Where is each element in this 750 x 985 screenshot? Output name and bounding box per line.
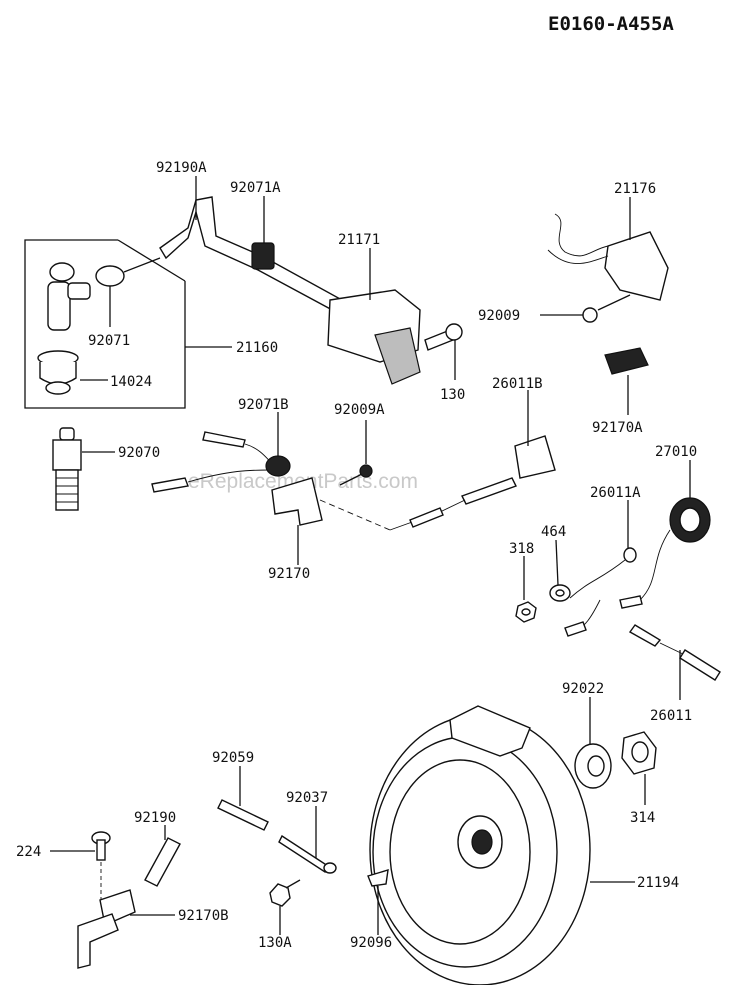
label-92009: 92009 bbox=[478, 308, 520, 324]
clamp-92071A bbox=[251, 196, 275, 270]
label-92070: 92070 bbox=[118, 445, 160, 461]
bolt-92037 bbox=[278, 806, 337, 874]
label-21194: 21194 bbox=[637, 875, 679, 891]
label-92071A: 92071A bbox=[230, 180, 281, 196]
label-92059: 92059 bbox=[212, 750, 254, 766]
nut-318 bbox=[515, 556, 537, 623]
label-92170B: 92170B bbox=[178, 908, 229, 924]
terminal-26011B bbox=[389, 390, 556, 531]
bolt-130 bbox=[424, 323, 463, 380]
label-314: 314 bbox=[630, 810, 655, 826]
nut-314 bbox=[621, 731, 657, 805]
screw-92009 bbox=[540, 294, 631, 323]
label-21160: 21160 bbox=[236, 340, 278, 356]
regulator-27010 bbox=[619, 460, 711, 609]
wire-harness-92071B bbox=[151, 412, 291, 493]
label-26011A: 26011A bbox=[590, 485, 641, 501]
plug-cap-92071 bbox=[47, 257, 161, 331]
label-92071: 92071 bbox=[88, 333, 130, 349]
label-92170A: 92170A bbox=[592, 420, 643, 436]
plate-92170A bbox=[604, 347, 649, 415]
label-92190A: 92190A bbox=[156, 160, 207, 176]
terminal-14024 bbox=[37, 350, 108, 395]
label-26011: 26011 bbox=[650, 708, 692, 724]
pin-92059 bbox=[217, 766, 269, 831]
screw-224 bbox=[50, 831, 111, 900]
label-92190: 92190 bbox=[134, 810, 176, 826]
label-318: 318 bbox=[509, 541, 534, 557]
screw-92009A bbox=[319, 420, 391, 531]
ignition-coil-21171 bbox=[327, 248, 421, 385]
key-92096 bbox=[367, 869, 389, 935]
label-21176: 21176 bbox=[614, 181, 656, 197]
flywheel-21194 bbox=[369, 705, 635, 985]
label-130A: 130A bbox=[258, 935, 292, 951]
label-224: 224 bbox=[16, 844, 41, 860]
spacer-92190 bbox=[144, 825, 181, 887]
label-92022: 92022 bbox=[562, 681, 604, 697]
label-464: 464 bbox=[541, 524, 566, 540]
label-92037: 92037 bbox=[286, 790, 328, 806]
terminal-26011A bbox=[564, 500, 637, 637]
label-14024: 14024 bbox=[110, 374, 152, 390]
washer-464 bbox=[549, 539, 571, 602]
plate-92170 bbox=[271, 477, 323, 565]
label-130: 130 bbox=[440, 387, 465, 403]
diagram-code: E0160-A455A bbox=[548, 13, 674, 35]
spark-plug-92070 bbox=[52, 427, 115, 511]
washer-92022 bbox=[574, 697, 612, 789]
ht-lead-92190A bbox=[159, 176, 343, 313]
label-92009A: 92009A bbox=[334, 402, 385, 418]
label-27010: 27010 bbox=[655, 444, 697, 460]
label-92170: 92170 bbox=[268, 566, 310, 582]
terminal-26011 bbox=[628, 624, 721, 700]
label-26011B: 26011B bbox=[492, 376, 543, 392]
sub-assembly-box-21160 bbox=[24, 239, 232, 409]
bracket-92170B bbox=[77, 889, 175, 969]
label-21171: 21171 bbox=[338, 232, 380, 248]
label-92071B: 92071B bbox=[238, 397, 289, 413]
bolt-130A bbox=[269, 879, 301, 935]
label-92096: 92096 bbox=[350, 935, 392, 951]
module-21176 bbox=[547, 197, 669, 301]
